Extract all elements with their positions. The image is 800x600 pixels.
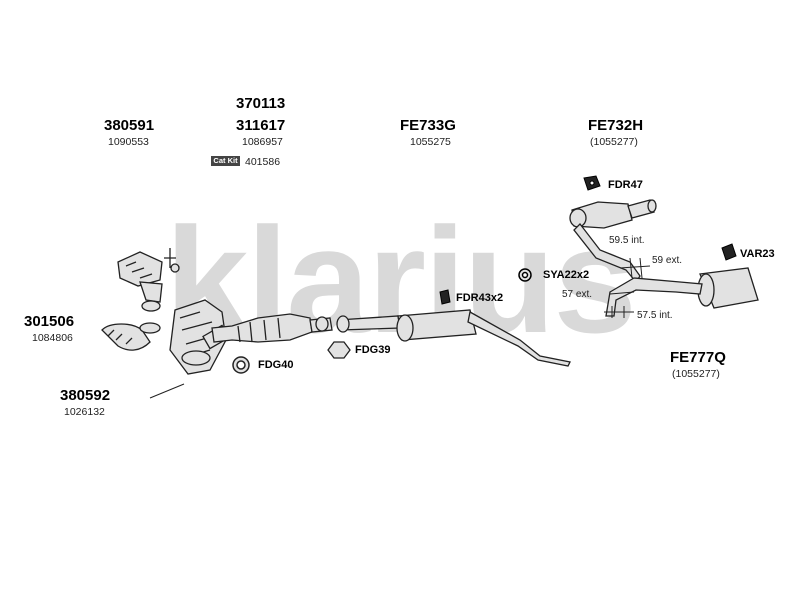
part-number-fe733g: FE733G (400, 117, 456, 134)
clamp-label-fdg39: FDG39 (355, 344, 391, 356)
clamp-fdg39[interactable] (327, 341, 351, 359)
ref-number-1055277-bottom: (1055277) (672, 368, 720, 380)
clamp-label-fdr43x2: FDR43x2 (456, 292, 504, 304)
part-number-fe732h: FE732H (588, 117, 644, 134)
ref-number-1084806: 1084806 (32, 332, 73, 344)
ref-number-1055277-top: (1055277) (590, 136, 638, 148)
catalytic-converter-311617[interactable] (211, 313, 333, 343)
clamp-label-var23: VAR23 (740, 248, 775, 260)
clamp-sya22x2-icon[interactable] (518, 268, 532, 282)
clamp-label-fdr47: FDR47 (608, 179, 643, 191)
pipe-clamp-fdg40[interactable] (232, 356, 250, 374)
measure-59-ext: 59 ext. (652, 255, 683, 266)
clamp-var23-icon[interactable] (721, 243, 737, 261)
part-number-380591: 380591 (104, 117, 155, 134)
part-number-380592: 380592 (60, 387, 111, 404)
measure-57-ext: 57 ext. (562, 289, 593, 300)
ref-number-401586: 401586 (245, 156, 281, 168)
ref-number-1086957: 1086957 (242, 136, 283, 148)
cat-kit-badge: Cat Kit (211, 156, 240, 166)
measurement-markers (149, 257, 651, 399)
part-number-301506: 301506 (24, 313, 75, 330)
measure-59-5-int: 59.5 int. (609, 235, 645, 246)
clamp-label-fdg40: FDG40 (258, 359, 294, 371)
middle-silencer-fe733g[interactable] (336, 309, 571, 367)
ref-number-1090553: 1090553 (108, 136, 149, 148)
rear-silencer-fe777q[interactable] (605, 267, 759, 317)
ref-number-1055275: 1055275 (410, 136, 451, 148)
exhaust-manifold[interactable] (117, 248, 180, 312)
clamp-fdr43x2-icon[interactable] (439, 289, 451, 305)
part-number-fe777q: FE777Q (670, 349, 726, 366)
measure-57-5-int: 57.5 int. (637, 310, 673, 321)
clamp-label-sya22x2: SYA22x2 (543, 269, 590, 281)
ref-number-1026132: 1026132 (64, 406, 105, 418)
part-number-370113: 370113 (236, 95, 286, 112)
clamp-fdr47-icon[interactable] (583, 175, 601, 191)
front-pipe-301506[interactable] (101, 322, 161, 351)
part-number-311617: 311617 (236, 117, 286, 134)
